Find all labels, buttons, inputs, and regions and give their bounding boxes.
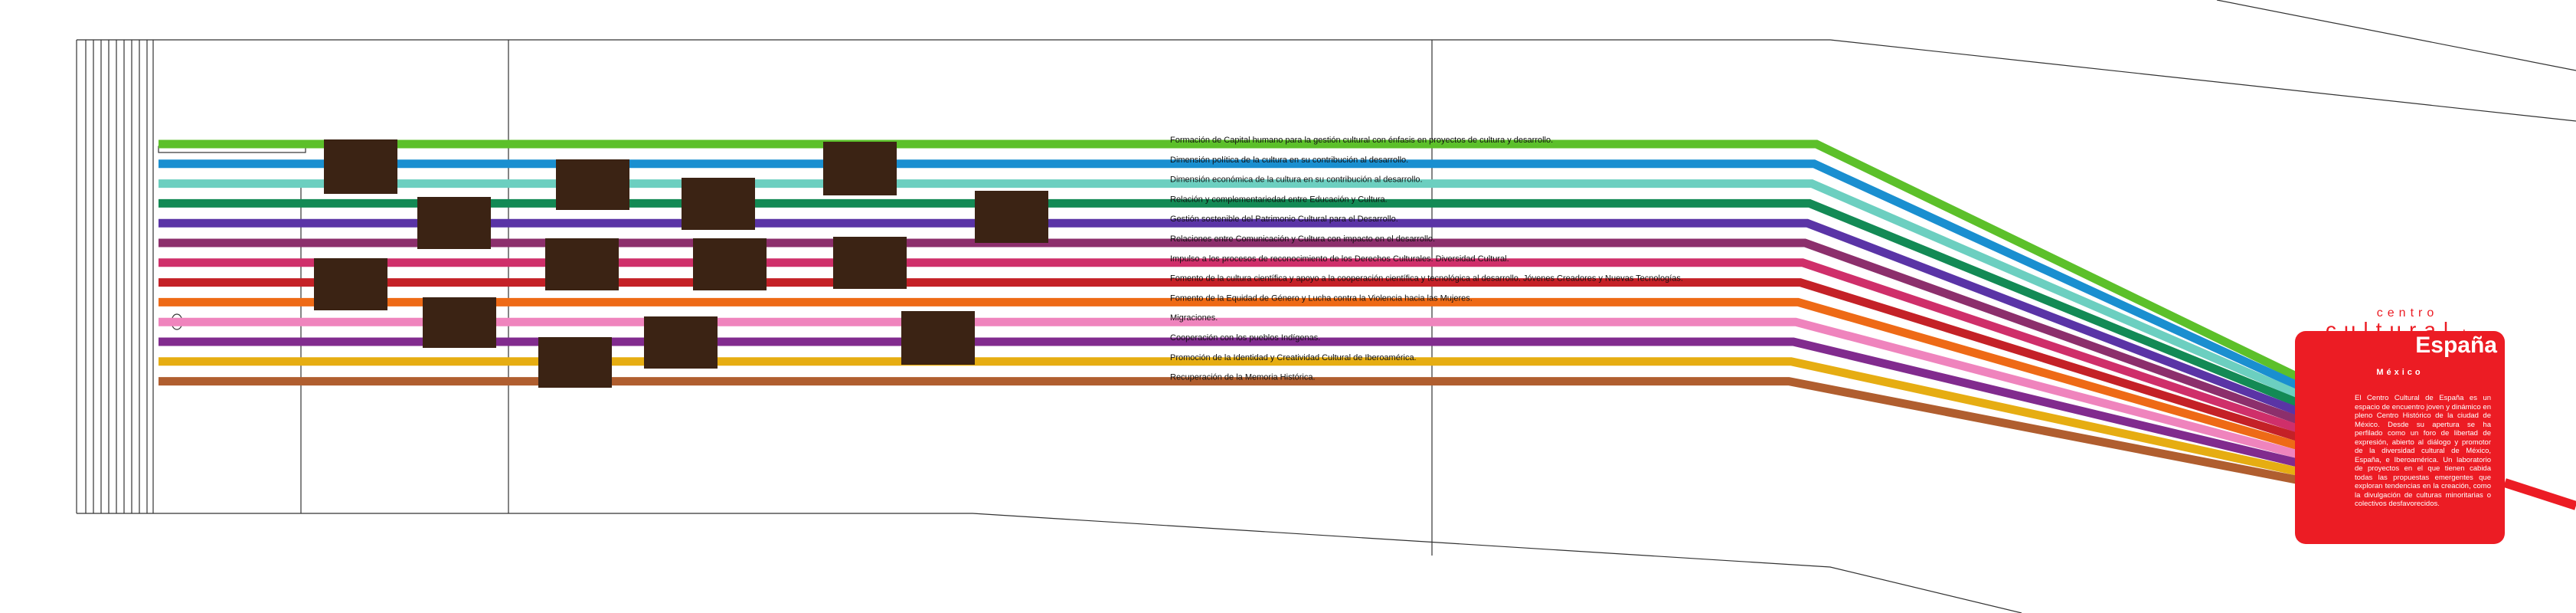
dark-block bbox=[423, 297, 496, 348]
thematic-line-label: Migraciones. bbox=[1170, 313, 1218, 323]
thematic-line-label: Recuperación de la Memoria Histórica. bbox=[1170, 373, 1316, 382]
thematic-line-label: Relación y complementariedad entre Educa… bbox=[1170, 195, 1388, 204]
brand-word-espana: España bbox=[2415, 333, 2497, 358]
thematic-line-label: Cooperación con los pueblos Indígenas. bbox=[1170, 333, 1320, 343]
dark-block bbox=[644, 316, 718, 369]
red-exit-band bbox=[2503, 478, 2576, 510]
brand-word-cultural: cultural bbox=[2325, 318, 2457, 342]
brand-logo: centro cultural de bbox=[2295, 306, 2505, 341]
dark-blocks bbox=[314, 139, 1048, 388]
dark-block bbox=[314, 258, 387, 310]
thematic-line-label: Fomento de la cultura científica y apoyo… bbox=[1170, 274, 1683, 284]
dark-block bbox=[682, 178, 755, 230]
thematic-line bbox=[159, 258, 2331, 444]
building-outline bbox=[76, 0, 2576, 613]
dark-block bbox=[545, 238, 619, 290]
dark-block bbox=[556, 159, 629, 210]
thematic-line bbox=[159, 159, 2332, 405]
thematic-line-label: Relaciones entre Comunicación y Cultura … bbox=[1170, 234, 1435, 244]
thematic-line bbox=[159, 297, 2331, 459]
thematic-line-label: Dimensión económica de la cultura en su … bbox=[1170, 175, 1423, 185]
thematic-line-label: Impulso a los procesos de reconocimiento… bbox=[1170, 254, 1509, 264]
dark-block bbox=[901, 311, 975, 365]
dark-block bbox=[823, 142, 897, 195]
dark-block bbox=[538, 337, 612, 388]
dark-block bbox=[833, 237, 907, 289]
dark-block bbox=[417, 197, 491, 249]
dark-block bbox=[975, 191, 1048, 243]
thematic-line-label: Formación de Capital humano para la gest… bbox=[1170, 136, 1553, 145]
thematic-line-label: Gestión sostenible del Patrimonio Cultur… bbox=[1170, 215, 1398, 224]
dark-block bbox=[693, 238, 767, 290]
thematic-line-label: Dimensión política de la cultura en su c… bbox=[1170, 156, 1408, 165]
brand-country: México bbox=[2376, 368, 2424, 377]
info-panel: centro cultural de España México El Cent… bbox=[2295, 306, 2505, 544]
brand-description: El Centro Cultural de España es un espac… bbox=[2355, 394, 2491, 508]
brand-word-de: de bbox=[2459, 327, 2475, 339]
thematic-line-label: Promoción de la Identidad y Creatividad … bbox=[1170, 353, 1417, 362]
dark-block bbox=[324, 139, 397, 194]
thematic-line bbox=[159, 139, 2332, 396]
thematic-line bbox=[159, 377, 2331, 490]
thematic-line-label: Fomento de la Equidad de Género y Lucha … bbox=[1170, 293, 1473, 303]
brand-word-centro: centro bbox=[2376, 306, 2439, 320]
